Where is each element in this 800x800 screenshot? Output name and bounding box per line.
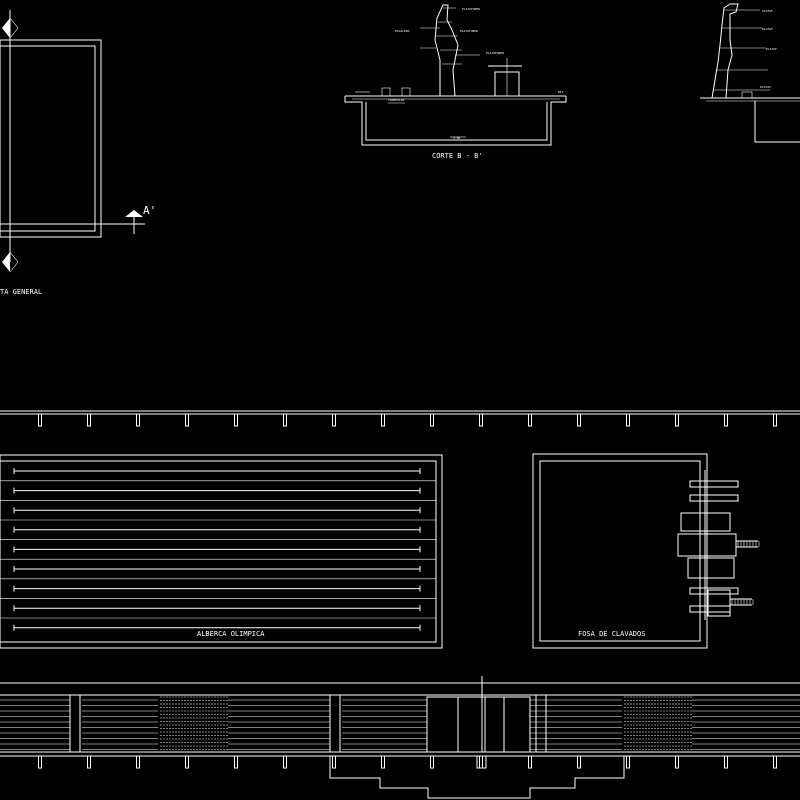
elevation-column	[535, 694, 547, 753]
fine-print-c-4: PLATAF.	[760, 85, 773, 89]
fine-print-b-5: TRAMPOLIN	[388, 98, 404, 102]
ground-post	[577, 755, 581, 769]
fine-print-b-1: ESCALERA	[395, 29, 410, 33]
fine-print-b-4: PLATAFORMA	[462, 7, 480, 11]
ground-post	[234, 755, 238, 769]
fosa-inner-rect	[539, 460, 701, 642]
corte-c-view: PLATAF. PLATAF. PLATAF. PLATAF.	[700, 3, 800, 143]
platform-3	[687, 557, 735, 579]
section-marker-label: A'	[143, 204, 156, 217]
wall-post	[234, 413, 238, 427]
fine-print-b-3: PLATAFORMA	[486, 51, 504, 55]
fine-print-b-2: PLATAFORMA	[460, 29, 478, 33]
stepped-base	[329, 756, 625, 799]
section-arrow-top	[2, 18, 10, 38]
corte-c-block	[741, 91, 753, 99]
ground-post	[430, 755, 434, 769]
ground-post	[381, 755, 385, 769]
platform-2	[677, 533, 737, 557]
fosa-clavados-plan: FOSA DE CLAVADOS	[532, 453, 760, 649]
alberca-inner-rect	[0, 460, 437, 643]
planta-inner-rect	[0, 45, 96, 232]
elevation-stripes	[0, 694, 800, 753]
board-2	[689, 494, 739, 502]
ground-post	[773, 755, 777, 769]
central-post	[476, 755, 487, 769]
deck-post-2	[401, 87, 411, 97]
board-base	[707, 589, 731, 617]
wall-post	[724, 413, 728, 427]
ground-post	[626, 755, 630, 769]
corte-b-pool-inner	[365, 102, 548, 141]
planta-general-label: TA GENERAL	[0, 288, 42, 296]
dive-tower-platforms	[436, 7, 462, 65]
alberca-outer-rect	[0, 454, 443, 649]
wall-post	[430, 413, 434, 427]
section-arrow-top-outline	[9, 17, 19, 39]
board-3	[689, 587, 739, 595]
stairs-group	[730, 540, 760, 606]
fine-print-c-3: PLATAF.	[766, 47, 779, 51]
wall-post	[528, 413, 532, 427]
fosa-label: FOSA DE CLAVADOS	[578, 630, 645, 638]
elevation-posts	[38, 755, 777, 769]
deck-post-1	[381, 87, 391, 97]
fosa-outer-rect	[532, 453, 708, 649]
ground-post	[185, 755, 189, 769]
ground-post	[87, 755, 91, 769]
dive-tower	[434, 4, 459, 97]
wall-post	[283, 413, 287, 427]
ground-post	[136, 755, 140, 769]
lanes-group	[0, 468, 436, 631]
corte-b-view: ESCALERA PLATAFORMA PLATAFORMA PLATAFORM…	[344, 4, 567, 160]
alberca-olimpica-plan: ALBERCA OLIMPICA	[0, 454, 443, 649]
wall-post	[381, 413, 385, 427]
fine-print-c-2: PLATAF.	[762, 27, 775, 31]
wall-post	[773, 413, 777, 427]
wall-post	[185, 413, 189, 427]
corte-c-pool-outline	[754, 101, 800, 143]
wall-post	[626, 413, 630, 427]
wall-post	[675, 413, 679, 427]
wall-post	[87, 413, 91, 427]
ground-post	[479, 755, 483, 769]
ground-post	[332, 755, 336, 769]
board-4	[689, 605, 731, 613]
wall-post	[38, 413, 42, 427]
planta-general-view: A' TA GENERAL	[0, 10, 156, 296]
ground-post	[283, 755, 287, 769]
corte-c-tower	[711, 3, 739, 99]
dive-tower-dims	[420, 27, 480, 56]
wall-post	[479, 413, 483, 427]
section-arrow-bottom	[2, 252, 10, 272]
elevation-column	[329, 694, 341, 753]
wall-post	[136, 413, 140, 427]
board-1	[689, 480, 739, 488]
corte-c-platforms	[714, 9, 770, 91]
wall-posts	[38, 413, 777, 427]
ground-post	[38, 755, 42, 769]
central-door-block	[426, 696, 531, 753]
bottom-elevation	[0, 676, 800, 799]
alberca-label: ALBERCA OLIMPICA	[197, 630, 265, 638]
fine-print-b-6: 3.00	[453, 136, 460, 140]
corte-b-label: CORTE B - B'	[432, 152, 483, 160]
planta-outer-rect	[0, 39, 102, 238]
ground-post	[675, 755, 679, 769]
ground-post	[724, 755, 728, 769]
ground-post	[528, 755, 532, 769]
fine-print-b-7: NIV	[558, 90, 564, 94]
corte-b-pool-outline	[344, 96, 567, 146]
top-wall-strip	[0, 410, 800, 427]
wall-post	[332, 413, 336, 427]
wall-post	[577, 413, 581, 427]
elevation-column	[69, 694, 81, 753]
section-arrow-bottom-outline	[9, 251, 19, 273]
fine-print-c-1: PLATAF.	[762, 9, 775, 13]
